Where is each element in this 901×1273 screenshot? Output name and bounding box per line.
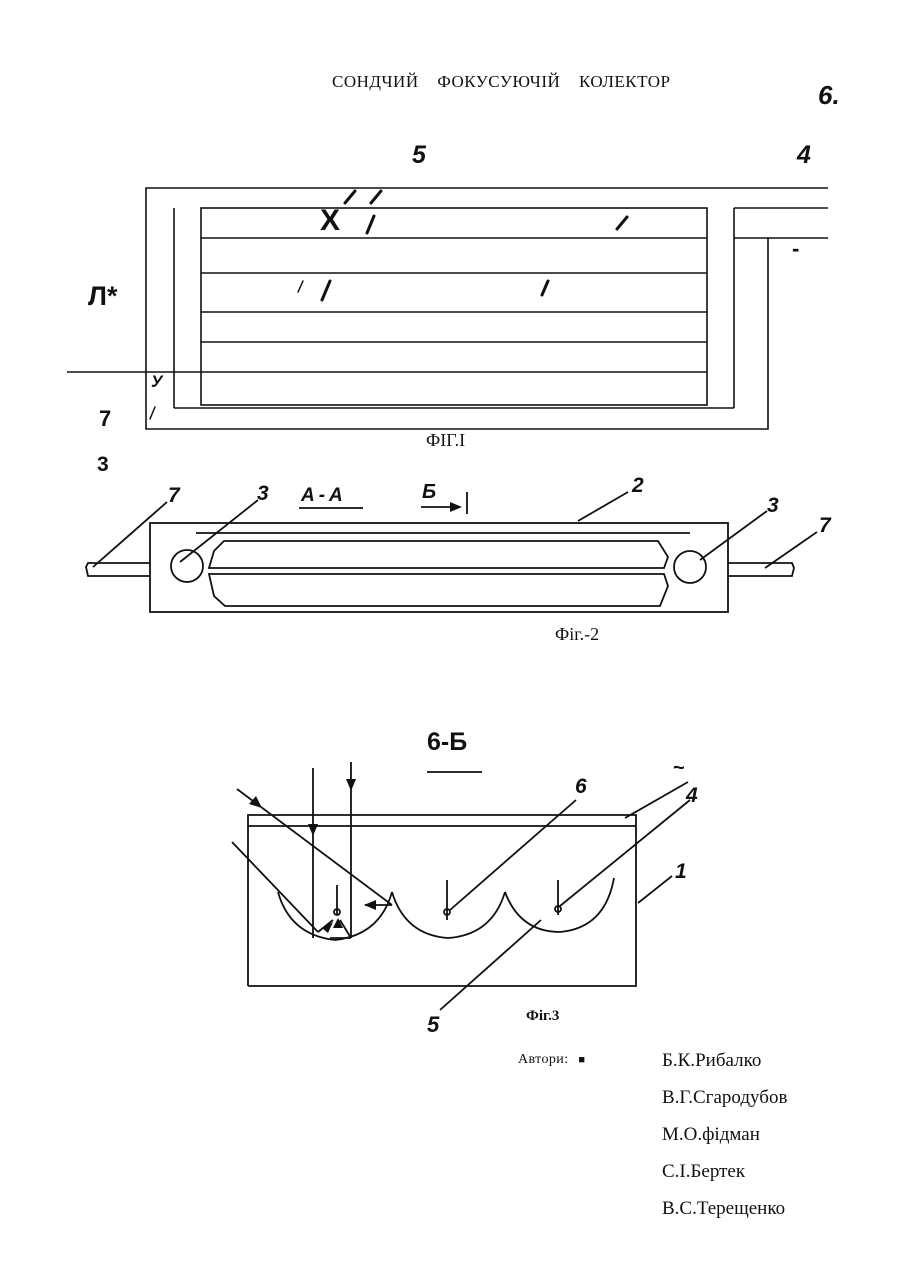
authors-label-text: Автори: [518, 1052, 569, 1067]
fig3-caption: Фіг.3 [526, 1008, 559, 1025]
fig3-label-4: 4 [686, 784, 698, 808]
fig3-label-6: 6 [575, 775, 587, 799]
author-name: С.І.Бертек [662, 1153, 787, 1190]
author-name: Б.К.Рибалко [662, 1042, 787, 1079]
fig3-label-2: ~ [673, 757, 685, 780]
author-name: В.С.Терещенко [662, 1190, 787, 1227]
fig3-label-5: 5 [427, 1012, 439, 1038]
fig3-label-1: 1 [675, 860, 687, 884]
authors-list: Б.К.Рибалко В.Г.Сгародубов М.О.фідман С.… [662, 1042, 787, 1227]
authors-label: Автори: ■ [518, 1052, 585, 1068]
figure-3-drawing [0, 0, 901, 1040]
author-name: М.О.фідман [662, 1116, 787, 1153]
authors-marker: ■ [578, 1054, 585, 1066]
author-name: В.Г.Сгародубов [662, 1079, 787, 1116]
